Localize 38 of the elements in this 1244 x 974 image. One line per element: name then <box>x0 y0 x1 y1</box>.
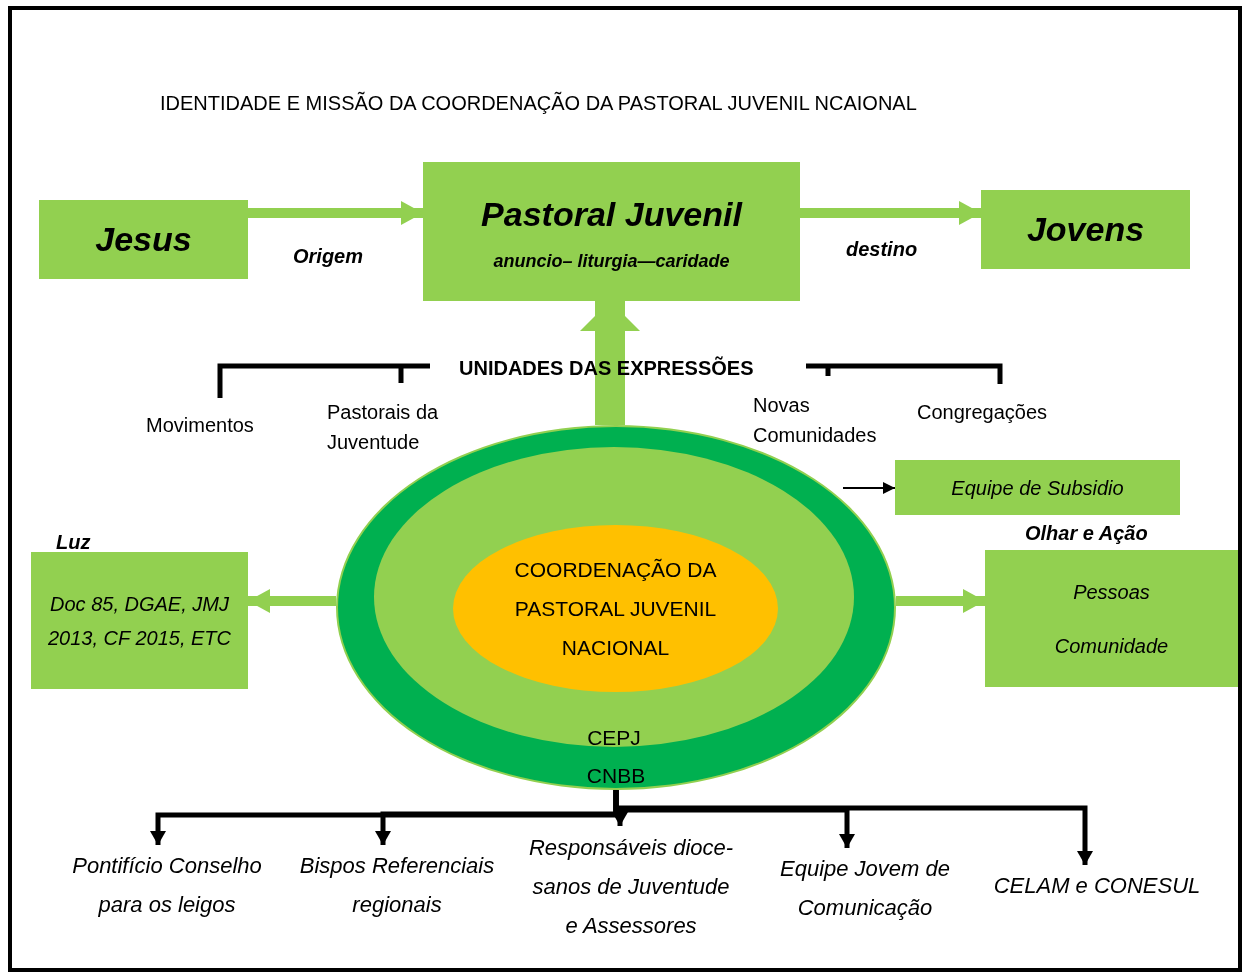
diagram-title: IDENTIDADE E MISSÃO DA COORDENAÇÃO DA PASTORAL JUVENIL NCAIONAL <box>160 90 917 116</box>
target-box <box>981 190 1190 269</box>
node-text: anuncio– liturgia—caridade <box>493 249 730 273</box>
node-text: Responsáveis dioce- sanos de Juventude e Assessores <box>527 833 735 940</box>
arrow <box>613 790 1093 865</box>
node-text: Equipe Jovem de Comunicação <box>779 855 951 922</box>
node-text: Equipe de Subsidio <box>951 475 1124 501</box>
node-text: Pontifício Conselho para os leigos <box>71 852 263 919</box>
edge-label: Origem <box>293 244 364 269</box>
node-text: CELAM e CONESUL <box>993 871 1201 900</box>
arrow <box>896 589 985 613</box>
expression-label: Pastorais da Juventude <box>327 400 440 455</box>
node-text: Pessoas <box>1073 579 1150 605</box>
people-box <box>985 550 1238 687</box>
ellipse-label: CEPJ <box>587 725 641 751</box>
arrow <box>248 589 336 613</box>
central-box <box>423 162 800 301</box>
reference-box <box>31 552 248 689</box>
arrow <box>580 301 640 425</box>
team-box <box>895 460 1180 515</box>
ellipse-label: CNBB <box>586 763 646 789</box>
node-text: Jesus <box>95 219 192 260</box>
node-text: Jovens <box>1026 209 1145 250</box>
arrow <box>248 201 423 225</box>
node-caption: Luz <box>56 530 91 555</box>
expression-label: Movimentos <box>146 413 255 438</box>
node-caption: Olhar e Ação <box>1025 521 1148 546</box>
arrow <box>800 201 981 225</box>
node-text: Bispos Referenciais regionais <box>298 852 496 919</box>
node-text: Comunidade <box>1054 633 1169 659</box>
source-box <box>39 200 248 279</box>
expression-label: Novas Comunidades <box>753 393 878 448</box>
node-text: Pastoral Juvenil <box>481 193 742 235</box>
node-text: COORDENAÇÃO DA PASTORAL JUVENIL NACIONAL <box>513 557 718 661</box>
node-text: Doc 85, DGAE, JMJ 2013, CF 2015, ETC <box>46 591 233 651</box>
edge-label: destino <box>846 237 918 262</box>
arrow <box>842 482 896 494</box>
expression-label: Congregações <box>917 400 1049 425</box>
